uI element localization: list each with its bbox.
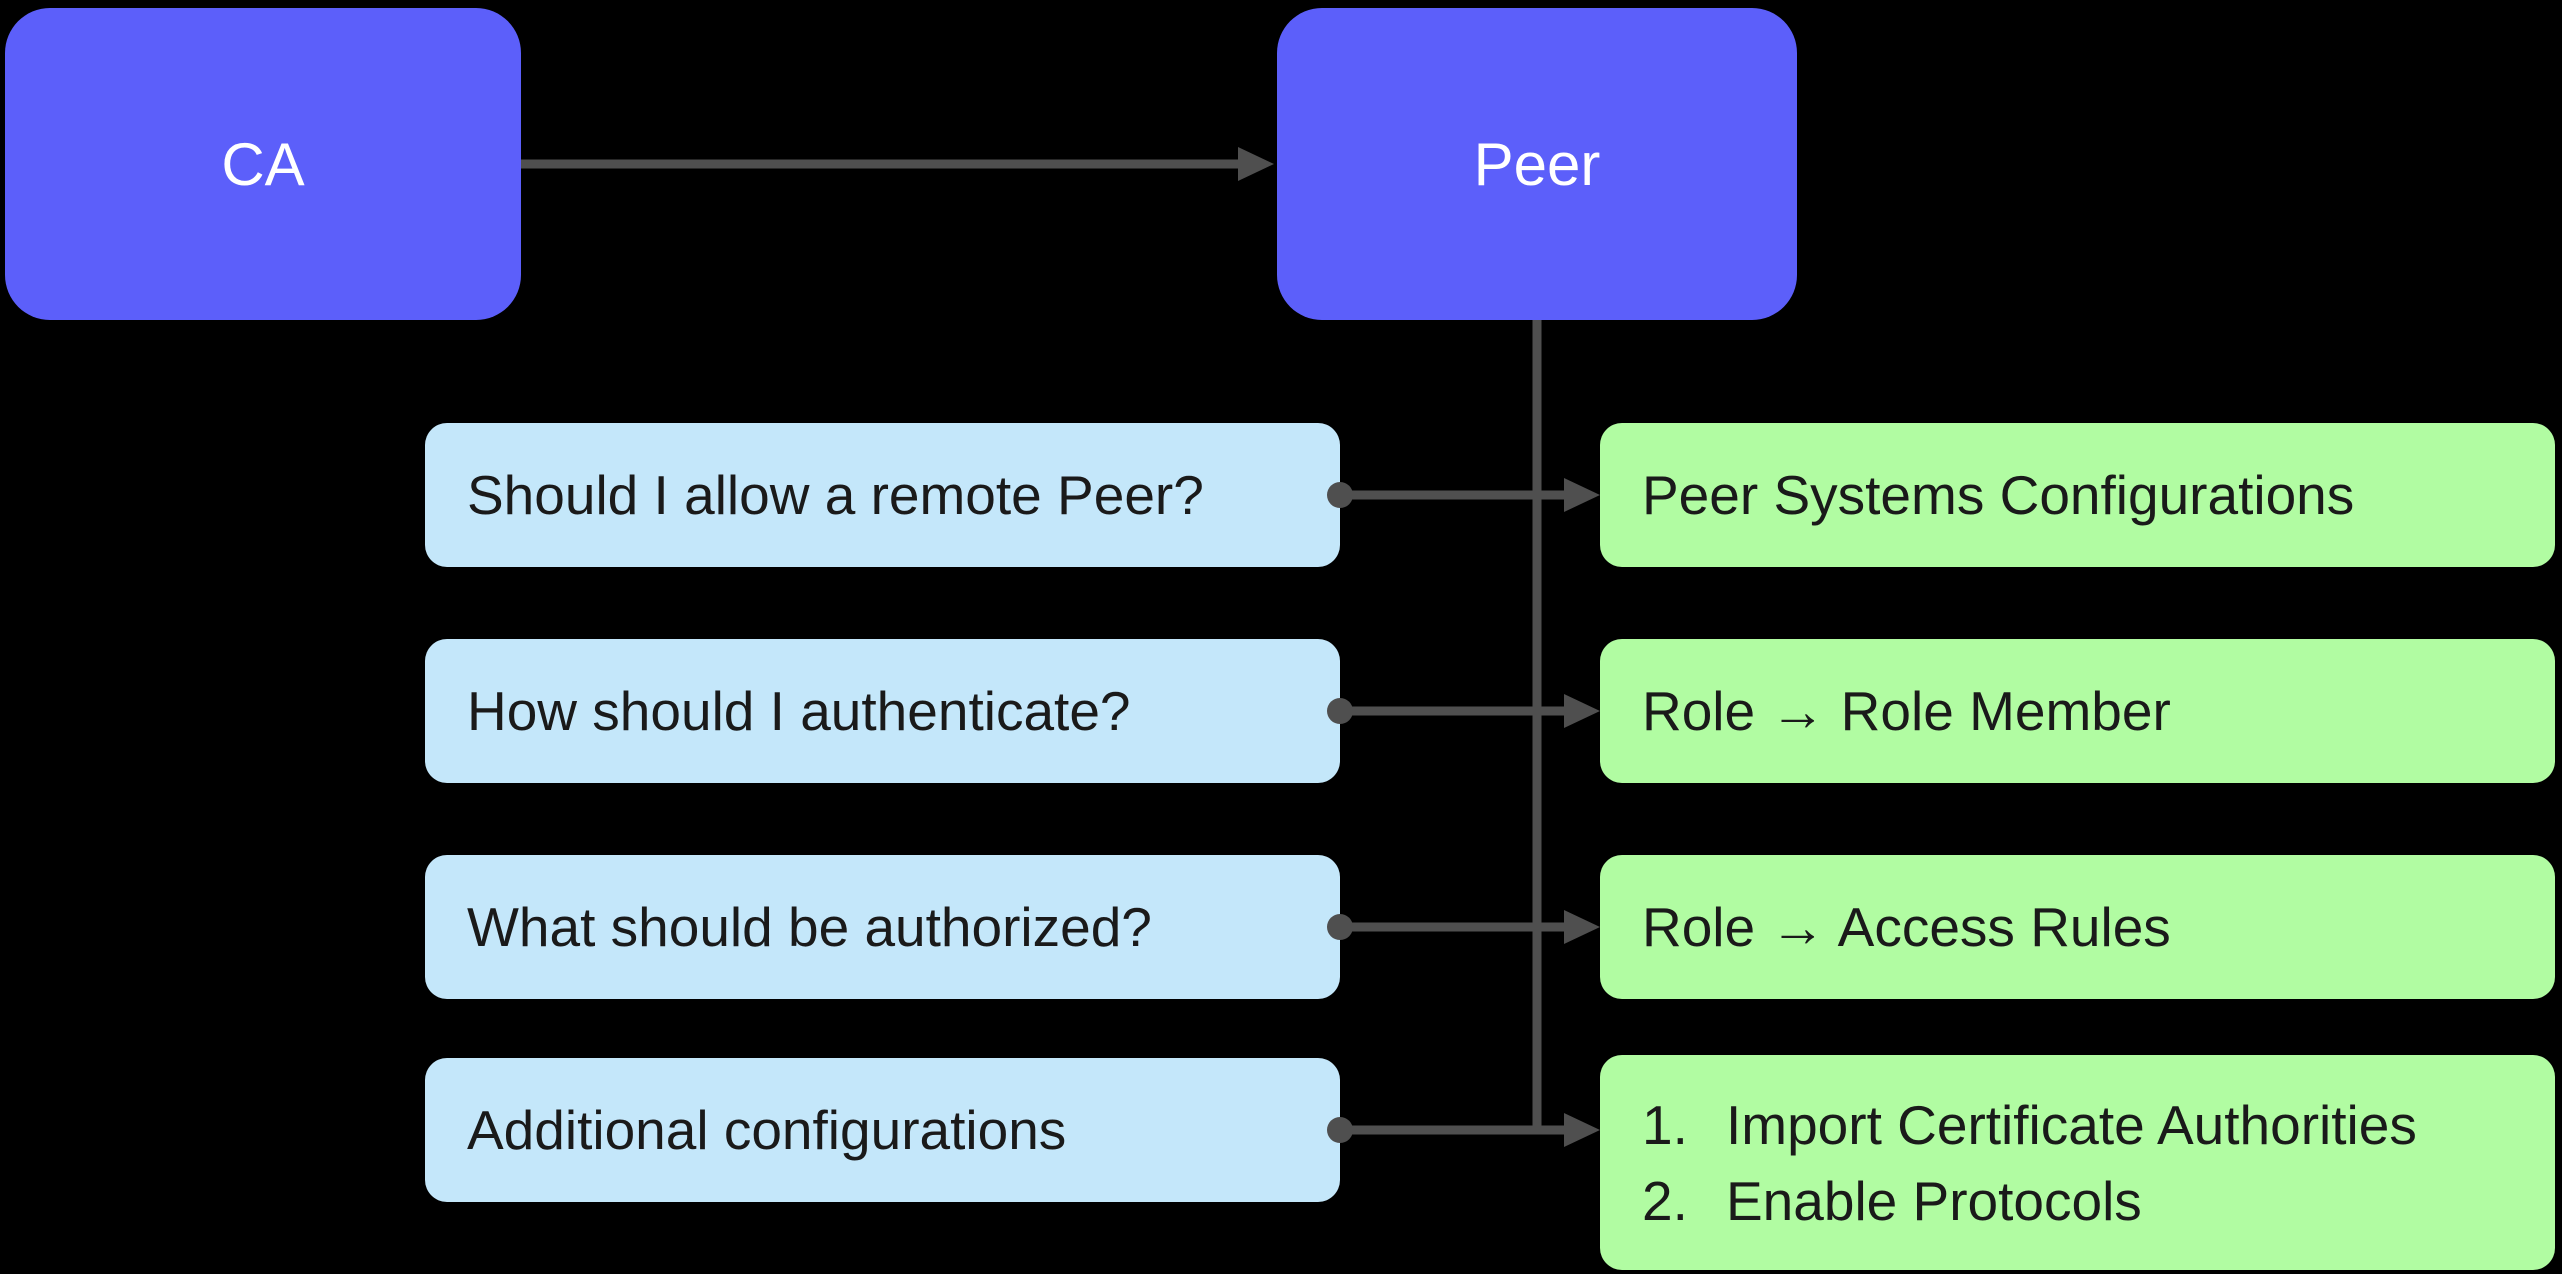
- answer-box-additional-steps: 1. Import Certificate Authorities 2. Ena…: [1600, 1055, 2555, 1270]
- arrowhead-icon: [1564, 478, 1600, 512]
- question-label: Should I allow a remote Peer?: [467, 464, 1204, 526]
- question-box-how-authenticate: How should I authenticate?: [425, 639, 1340, 783]
- list-item: 2. Enable Protocols: [1642, 1163, 2142, 1239]
- node-peer-label: Peer: [1473, 130, 1601, 198]
- question-label: How should I authenticate?: [467, 680, 1131, 742]
- answer-box-peer-systems-configurations: Peer Systems Configurations: [1600, 423, 2555, 567]
- list-item-number: 1.: [1642, 1093, 1688, 1156]
- node-ca-label: CA: [221, 130, 305, 198]
- arrowhead-icon: [1564, 694, 1600, 728]
- answer-label: Peer Systems Configurations: [1642, 464, 2355, 526]
- node-ca: CA: [5, 8, 521, 320]
- question-label: Additional configurations: [467, 1099, 1067, 1161]
- arrowhead-icon: [1238, 147, 1274, 181]
- arrowhead-icon: [1564, 910, 1600, 944]
- question-box-additional-configurations: Additional configurations: [425, 1058, 1340, 1202]
- question-box-allow-remote-peer: Should I allow a remote Peer?: [425, 423, 1340, 567]
- list-item-text: Enable Protocols: [1726, 1169, 2142, 1232]
- answer-box-access-rules: Role → Access Rules: [1600, 855, 2555, 999]
- question-label: What should be authorized?: [467, 896, 1152, 958]
- answer-label: Role → Access Rules: [1642, 896, 2171, 958]
- answer-label: Role → Role Member: [1642, 680, 2171, 742]
- arrowhead-icon: [1564, 1113, 1600, 1147]
- node-peer: Peer: [1277, 8, 1797, 320]
- answer-box-role-member: Role → Role Member: [1600, 639, 2555, 783]
- list-item-number: 2.: [1642, 1169, 1688, 1232]
- list-item-text: Import Certificate Authorities: [1726, 1093, 2417, 1156]
- list-item: 1. Import Certificate Authorities: [1642, 1087, 2417, 1163]
- question-box-what-authorized: What should be authorized?: [425, 855, 1340, 999]
